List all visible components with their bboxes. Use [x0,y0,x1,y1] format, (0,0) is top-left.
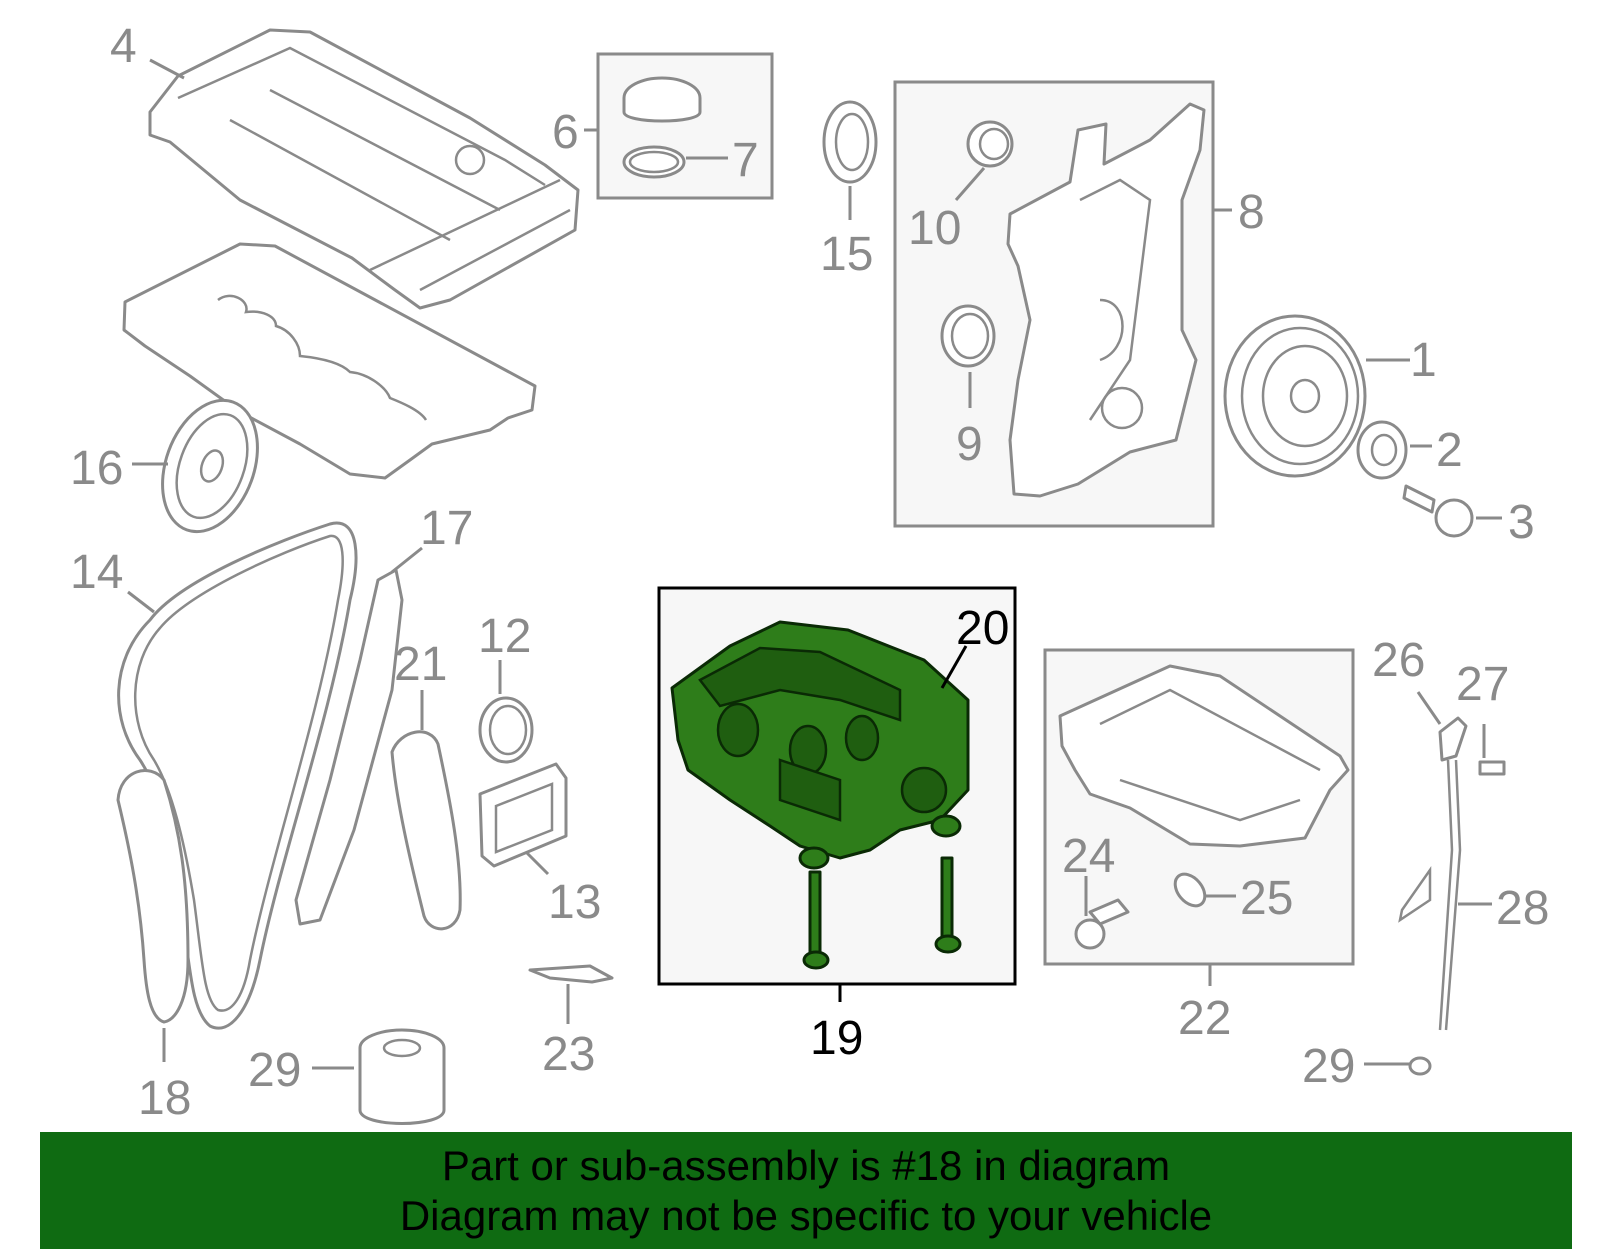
part-11-seal[interactable] [478,696,534,764]
part-1-crank-pulley[interactable] [1223,314,1367,478]
part-3-pulley-bolt[interactable] [1402,484,1474,538]
callout-22[interactable]: 23 [542,1028,595,1081]
callout-1[interactable]: 1 [1410,334,1437,387]
part-14-crank-sprocket[interactable] [822,100,878,184]
part-25-dipstick-handle[interactable] [1438,716,1468,762]
callout-19[interactable]: 20 [956,602,1009,655]
part-22-bracket[interactable] [528,964,614,984]
banner-line-2: Diagram may not be specific to your vehi… [399,1191,1213,1239]
valve-cover-gasket [122,242,537,480]
callout-24[interactable]: 25 [1240,872,1293,925]
callout-26[interactable]: 27 [1456,658,1509,711]
callout-10[interactable]: 10 [908,202,961,255]
callout-20[interactable]: 21 [394,638,447,691]
callout-17[interactable]: 18 [138,1072,191,1125]
part-26-clip[interactable] [1478,760,1506,776]
part-6-oil-filler-cap[interactable] [622,76,702,123]
banner-line-1: Part or sub-assembly is #18 in diagram [441,1141,1171,1189]
callout-29[interactable]: 29 [248,1044,301,1097]
part-15-cam-gear[interactable] [145,387,274,545]
info-banner: Part or sub-assembly is #18 in diagram D… [40,1132,1572,1249]
callout-11[interactable]: 12 [478,610,531,663]
callout-2[interactable]: 2 [1436,424,1463,477]
part-2-washer[interactable] [1356,420,1408,480]
callout-15[interactable]: 16 [70,442,123,495]
callout-labels: 4 6 7 15 10 8 9 1 2 3 16 14 17 21 12 13 … [70,20,1549,1125]
part-27-dipstick-tube[interactable] [1398,759,1462,1031]
callout-14[interactable]: 15 [820,228,873,281]
part-10-cam-seal[interactable] [966,120,1014,168]
part-7-cap-gasket[interactable] [622,145,686,179]
leader-lines [127,58,1502,1070]
callout-8[interactable]: 8 [1238,186,1265,239]
callout-27[interactable]: 28 [1496,882,1549,935]
part-21-oil-pan[interactable] [1058,664,1350,848]
part-29-oil-filter[interactable] [358,1028,446,1125]
group-box-6-7 [596,52,774,200]
callout-16[interactable]: 17 [420,502,473,555]
callout-25[interactable]: 26 [1372,634,1425,687]
callout-28[interactable]: 29 [1302,1040,1355,1093]
part-9-crank-seal[interactable] [940,304,996,368]
part-19-bolts-washers[interactable] [798,814,962,970]
part-12-tensioner[interactable] [478,762,568,868]
callout-18[interactable]: 19 [810,1012,863,1065]
part-4-valve-cover[interactable] [148,28,580,310]
part-24-drain-gasket[interactable] [1169,868,1211,911]
part-17-chain-guide[interactable] [116,769,190,1024]
part-23-drain-plug[interactable] [1074,898,1130,950]
callout-3[interactable]: 3 [1508,496,1535,549]
callout-23[interactable]: 24 [1062,830,1115,883]
callout-4[interactable]: 4 [110,20,137,73]
callout-13[interactable]: 14 [70,546,123,599]
callout-12[interactable]: 13 [548,876,601,929]
part-8-timing-cover[interactable] [1006,102,1206,498]
part-16-tensioner-guide[interactable] [294,568,404,926]
part-20-oil-pump-chain[interactable] [390,730,462,931]
part-18-balance-shaft-assembly[interactable] [670,620,970,860]
callout-9[interactable]: 9 [956,418,983,471]
callout-7[interactable]: 7 [732,134,759,187]
part-28-o-ring[interactable] [1408,1056,1432,1076]
callout-21[interactable]: 22 [1178,992,1231,1045]
callout-6[interactable]: 6 [552,106,579,159]
